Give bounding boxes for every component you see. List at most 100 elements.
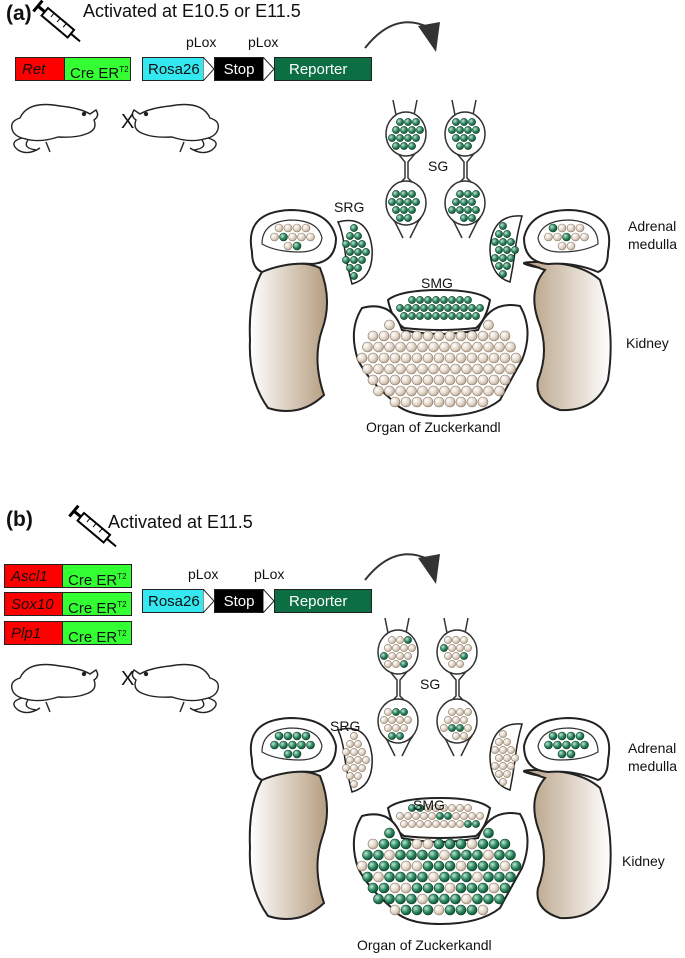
unlabeled-cell (477, 904, 489, 916)
unlabeled-cell (422, 374, 434, 386)
labeled-cell (346, 248, 354, 256)
unlabeled-cell (384, 644, 392, 652)
lox-triangle-icon (203, 589, 215, 613)
unlabeled-cell (455, 330, 467, 342)
unlabeled-cell (373, 871, 384, 883)
unlabeled-cell (417, 385, 428, 397)
activation-text: Activated at E10.5 or E11.5 (83, 1, 301, 21)
labeled-cell (460, 652, 468, 660)
unlabeled-cell (378, 330, 390, 342)
labeled-cell (389, 838, 401, 850)
unlabeled-cell (433, 904, 445, 916)
labeled-cell (477, 838, 489, 850)
labeled-cell (499, 270, 507, 278)
unlabeled-cell (373, 363, 384, 375)
labeled-cell (499, 222, 507, 230)
labeled-cell (350, 272, 358, 280)
labeled-cell (444, 304, 452, 312)
labeled-cell (444, 860, 456, 872)
unlabeled-cell (432, 804, 440, 812)
unlabeled-cell (466, 838, 478, 850)
labeled-cell (400, 312, 408, 320)
unlabeled-cell (440, 804, 448, 812)
cre-superscript: T2 (119, 65, 129, 74)
labeled-cell (417, 849, 428, 861)
labeled-cell (367, 860, 379, 872)
unlabeled-cell (283, 241, 293, 251)
unlabeled-cell (439, 849, 450, 861)
labeled-cell (488, 838, 500, 850)
unlabeled-cell (411, 352, 423, 364)
unlabeled-cell (297, 232, 306, 242)
unlabeled-cell (406, 341, 417, 353)
unlabeled-cell (422, 330, 434, 342)
unlabeled-cell (400, 724, 408, 732)
labeled-cell (422, 882, 434, 894)
stop-box: Stop (214, 57, 264, 81)
labeled-cell (373, 893, 384, 905)
labeled-cell (406, 893, 417, 905)
labeled-cell (400, 126, 408, 134)
unlabeled-cell (428, 341, 439, 353)
unlabeled-cell (456, 644, 464, 652)
unlabeled-cell (455, 396, 467, 408)
labeled-cell (412, 304, 420, 312)
labeled-cell (396, 732, 404, 740)
labeled-cell (420, 304, 428, 312)
labeled-cell (384, 827, 395, 839)
labeled-cell (494, 893, 505, 905)
labeled-cell (472, 126, 480, 134)
unlabeled-cell (270, 232, 279, 242)
labeled-cell (432, 296, 440, 304)
panel-label: (a) (6, 2, 32, 25)
unlabeled-cell (411, 860, 423, 872)
unlabeled-cell (433, 396, 445, 408)
labeled-cell (428, 893, 439, 905)
lox-triangle-icon (263, 57, 275, 81)
labeled-cell (461, 871, 472, 883)
labeled-cell (566, 749, 576, 759)
labeled-cell (404, 134, 412, 142)
labeled-cell (408, 190, 416, 198)
unlabeled-cell (461, 363, 472, 375)
labeled-cell (373, 849, 384, 861)
unlabeled-cell (404, 716, 412, 724)
labeled-cell (455, 904, 467, 916)
unlabeled-cell (378, 374, 390, 386)
labeled-cell (350, 240, 358, 248)
labeled-cell (452, 198, 460, 206)
unlabeled-cell (292, 223, 302, 233)
mouse-icon (10, 663, 99, 714)
cre-superscript: T2 (117, 572, 127, 581)
unlabeled-cell (464, 724, 472, 732)
reporter-box: Reporter (274, 57, 372, 81)
kidney-right (523, 768, 612, 920)
driver-gene-box: Plp1 (4, 621, 63, 645)
mouse-icon (131, 663, 220, 714)
unlabeled-cell (392, 724, 400, 732)
unlabeled-cell (466, 330, 478, 342)
labeled-cell (464, 206, 472, 214)
unlabeled-cell (342, 748, 350, 756)
labeled-cell (495, 246, 503, 254)
unlabeled-cell (466, 352, 478, 364)
labeled-cell (406, 849, 417, 861)
unlabeled-cell (491, 746, 499, 754)
unlabeled-cell (416, 820, 424, 828)
unlabeled-cell (472, 363, 483, 375)
unlabeled-cell (378, 352, 390, 364)
unlabeled-cell (400, 644, 408, 652)
labeled-cell (464, 126, 472, 134)
labeled-cell (456, 296, 464, 304)
labeled-cell (362, 248, 370, 256)
unlabeled-cell (452, 812, 460, 820)
labeled-cell (422, 860, 434, 872)
unlabeled-cell (392, 644, 400, 652)
labeled-cell (406, 871, 417, 883)
unlabeled-cell (510, 352, 522, 364)
unlabeled-cell (499, 352, 511, 364)
unlabeled-cell (404, 812, 412, 820)
unlabeled-cell (460, 716, 468, 724)
labeled-cell (292, 241, 302, 251)
smg-label: SMG (421, 275, 453, 291)
